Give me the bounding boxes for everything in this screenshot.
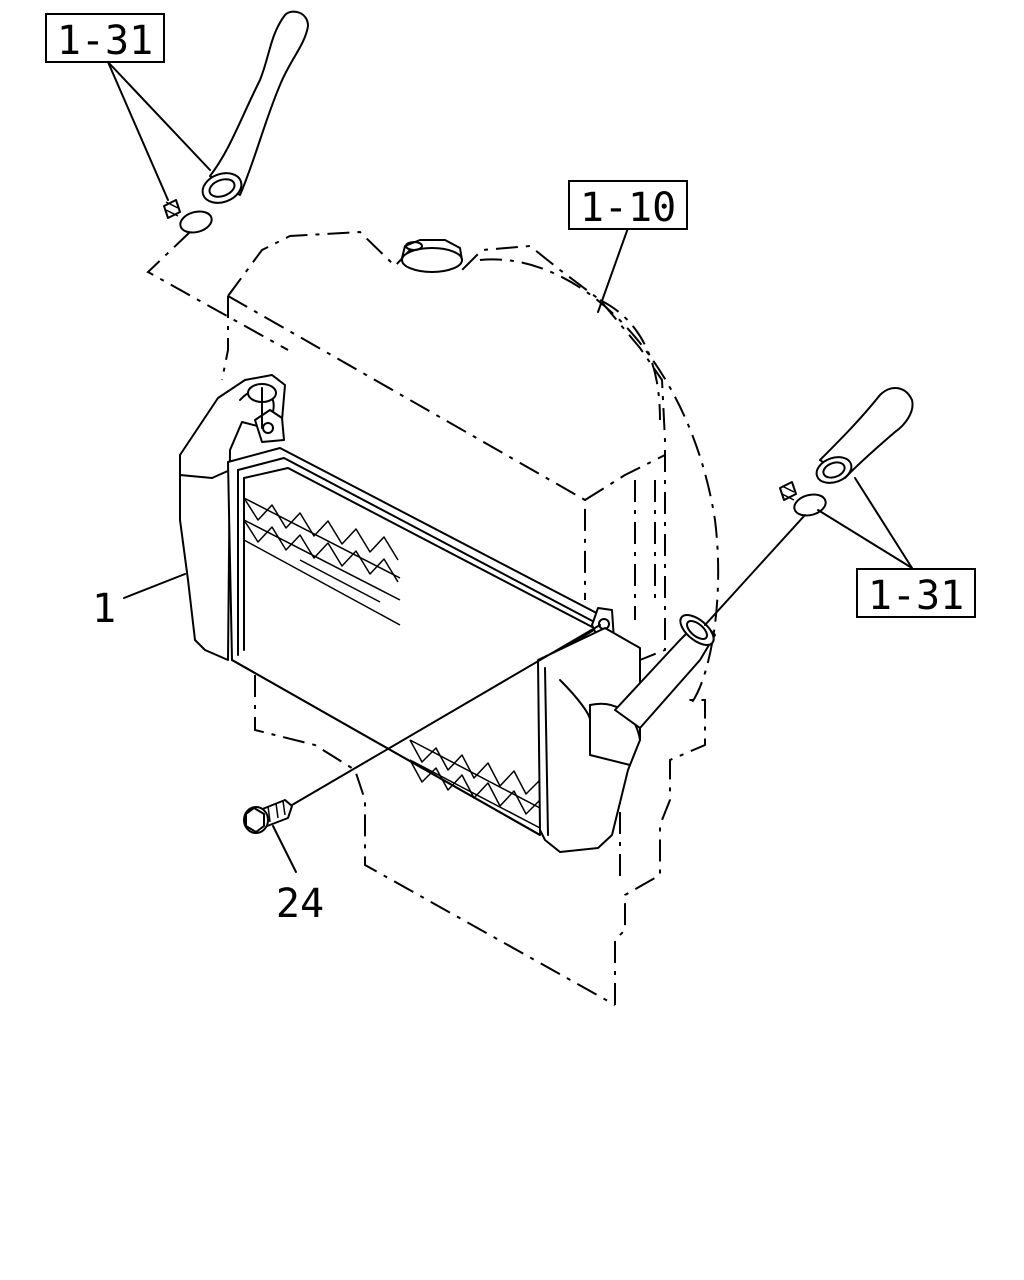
callout-bolt: 24 <box>276 881 324 927</box>
bolt <box>243 799 293 834</box>
intercooler <box>179 374 716 853</box>
radiator-cap <box>401 239 463 273</box>
callout-radiator-ref: 1-10 <box>568 180 688 231</box>
callout-intercooler: 1 <box>92 586 116 632</box>
callout-label: 1-31 <box>868 573 964 619</box>
callout-hose-ref-lower: 1-31 <box>856 568 976 619</box>
lower-hose <box>815 387 914 484</box>
lower-hose-clamp <box>779 481 827 517</box>
upper-hose <box>201 10 309 204</box>
upper-hose-clamp <box>163 199 213 234</box>
leader-lines <box>107 61 913 873</box>
radiator-phantom <box>221 230 720 1006</box>
callout-hose-ref-upper: 1-31 <box>45 13 165 64</box>
callout-label: 1-31 <box>57 18 153 64</box>
callout-label: 1-10 <box>580 185 676 231</box>
